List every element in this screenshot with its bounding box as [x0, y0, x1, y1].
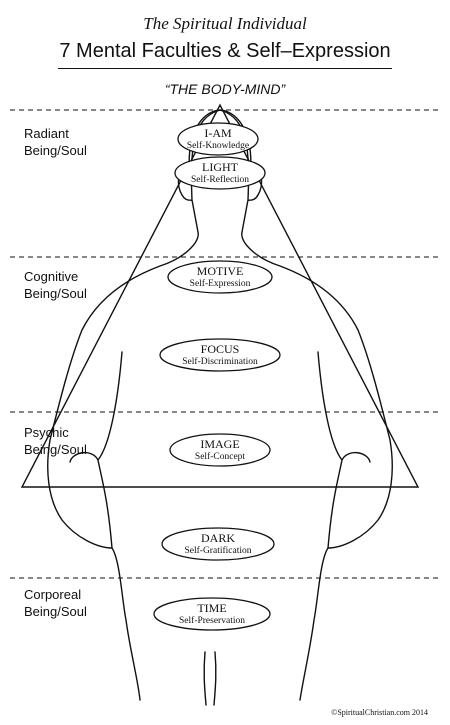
inner-arm-right: [317, 351, 343, 549]
band-label-line2: Being/Soul: [24, 286, 87, 301]
hand-right: [341, 452, 371, 463]
faculty-sub-i-am: Self-Knowledge: [187, 140, 249, 151]
diagram-heading: 7 Mental Faculties & Self–Expression: [59, 40, 391, 62]
inner-arm-left: [97, 351, 123, 549]
copyright-text: ©SpiritualChristian.com 2014: [331, 708, 428, 717]
band-label-line1: Corporeal: [24, 587, 82, 602]
band-label-line2: Being/Soul: [24, 143, 87, 158]
faculty-oval-dark: [161, 527, 275, 561]
faculty-name-light: LIGHT: [202, 160, 239, 174]
faculty-oval-time: [153, 597, 271, 631]
band-label-corporeal: Corporeal Being/Soul: [24, 586, 87, 620]
seat-line: [203, 651, 217, 706]
faculty-oval-i-am: [177, 122, 259, 156]
band-label-radiant: Radiant Being/Soul: [24, 125, 87, 159]
faculty-oval-image: [169, 433, 271, 467]
heading-underline: [58, 68, 392, 69]
faculty-name-i-am: I-AM: [204, 126, 232, 140]
faculty-oval-focus: [159, 338, 281, 372]
faculty-sub-image: Self-Concept: [195, 451, 245, 462]
hand-left: [69, 452, 99, 463]
faculty-sub-motive: Self-Expression: [190, 278, 251, 289]
faculty-oval-motive: [167, 260, 273, 294]
band-label-line1: Radiant: [24, 126, 69, 141]
band-label-line2: Being/Soul: [24, 604, 87, 619]
band-label-line1: Psychic: [24, 425, 69, 440]
faculty-name-image: IMAGE: [200, 437, 239, 451]
faculty-name-time: TIME: [197, 601, 226, 615]
faculty-name-focus: FOCUS: [201, 342, 240, 356]
band-label-cognitive: Cognitive Being/Soul: [24, 268, 87, 302]
faculty-sub-light: Self-Reflection: [191, 174, 249, 185]
triangle-shape: [20, 103, 420, 488]
diagram-subtitle: “THE BODY-MIND”: [164, 81, 286, 97]
faculty-name-dark: DARK: [201, 531, 235, 545]
faculty-sub-dark: Self-Gratification: [184, 545, 251, 556]
faculty-sub-focus: Self-Discrimination: [182, 356, 258, 367]
faculty-oval-light: [174, 156, 266, 190]
band-label-line2: Being/Soul: [24, 442, 87, 457]
faculty-sub-time: Self-Preservation: [179, 615, 245, 626]
band-label-psychic: Psychic Being/Soul: [24, 424, 87, 458]
faculty-name-motive: MOTIVE: [197, 264, 244, 278]
diagram-title: The Spiritual Individual: [143, 14, 307, 33]
band-label-line1: Cognitive: [24, 269, 79, 284]
